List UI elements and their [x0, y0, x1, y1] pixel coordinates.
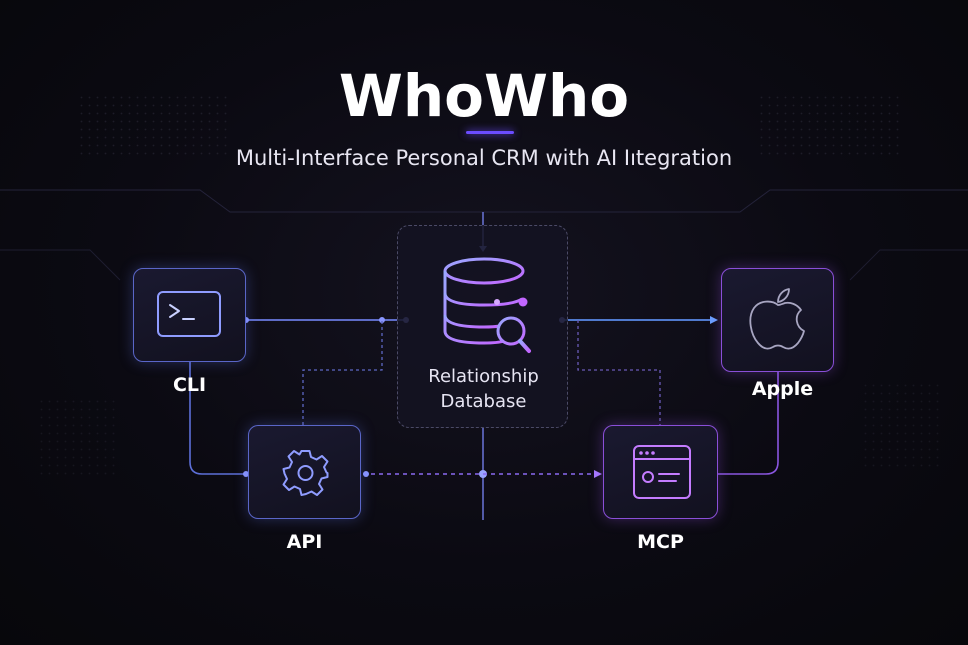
apple-label: Apple — [751, 378, 814, 400]
apple-mcp-connector — [718, 372, 779, 475]
database-node[interactable]: Relationship Database — [397, 225, 568, 428]
cli-api-connector — [189, 360, 246, 475]
terminal-icon — [157, 291, 221, 337]
api-db-connector — [302, 320, 383, 425]
bg-dot-grid-left — [80, 95, 230, 155]
cli-label: CLI — [172, 374, 207, 396]
db-apple-arrow — [710, 316, 718, 324]
database-label-line1: Relationship — [428, 366, 539, 387]
bg-circuit-trace — [849, 249, 968, 281]
bg-circuit-trace — [0, 189, 968, 213]
gear-icon — [282, 450, 329, 496]
database-search-icon — [443, 257, 531, 353]
cli-node[interactable] — [133, 268, 246, 362]
page-subtitle: Multi-Interface Personal CRM with AI Iıt… — [235, 146, 733, 170]
title-underline — [466, 131, 514, 134]
apple-node[interactable] — [721, 268, 834, 372]
mcp-label: MCP — [637, 531, 684, 553]
bg-dot-grid-lower-left — [40, 400, 120, 480]
connector-dot — [379, 317, 385, 323]
bg-circuit-trace — [0, 249, 121, 281]
bg-dot-grid-right — [760, 95, 900, 155]
page-title: WhoWho — [338, 62, 630, 130]
api-label: API — [286, 531, 323, 553]
database-label-line2: Database — [440, 391, 527, 412]
connector-dot — [243, 471, 249, 477]
db-mcp-connector — [577, 320, 661, 425]
apple-logo-icon — [749, 288, 805, 350]
connector-dot — [363, 471, 369, 477]
mcp-node[interactable] — [603, 425, 718, 519]
database-label: Relationship Database — [398, 364, 569, 414]
api-mcp-arrow — [594, 470, 602, 478]
bg-dot-grid-lower-right — [860, 380, 940, 470]
browser-window-icon — [633, 445, 691, 499]
api-node[interactable] — [248, 425, 361, 519]
